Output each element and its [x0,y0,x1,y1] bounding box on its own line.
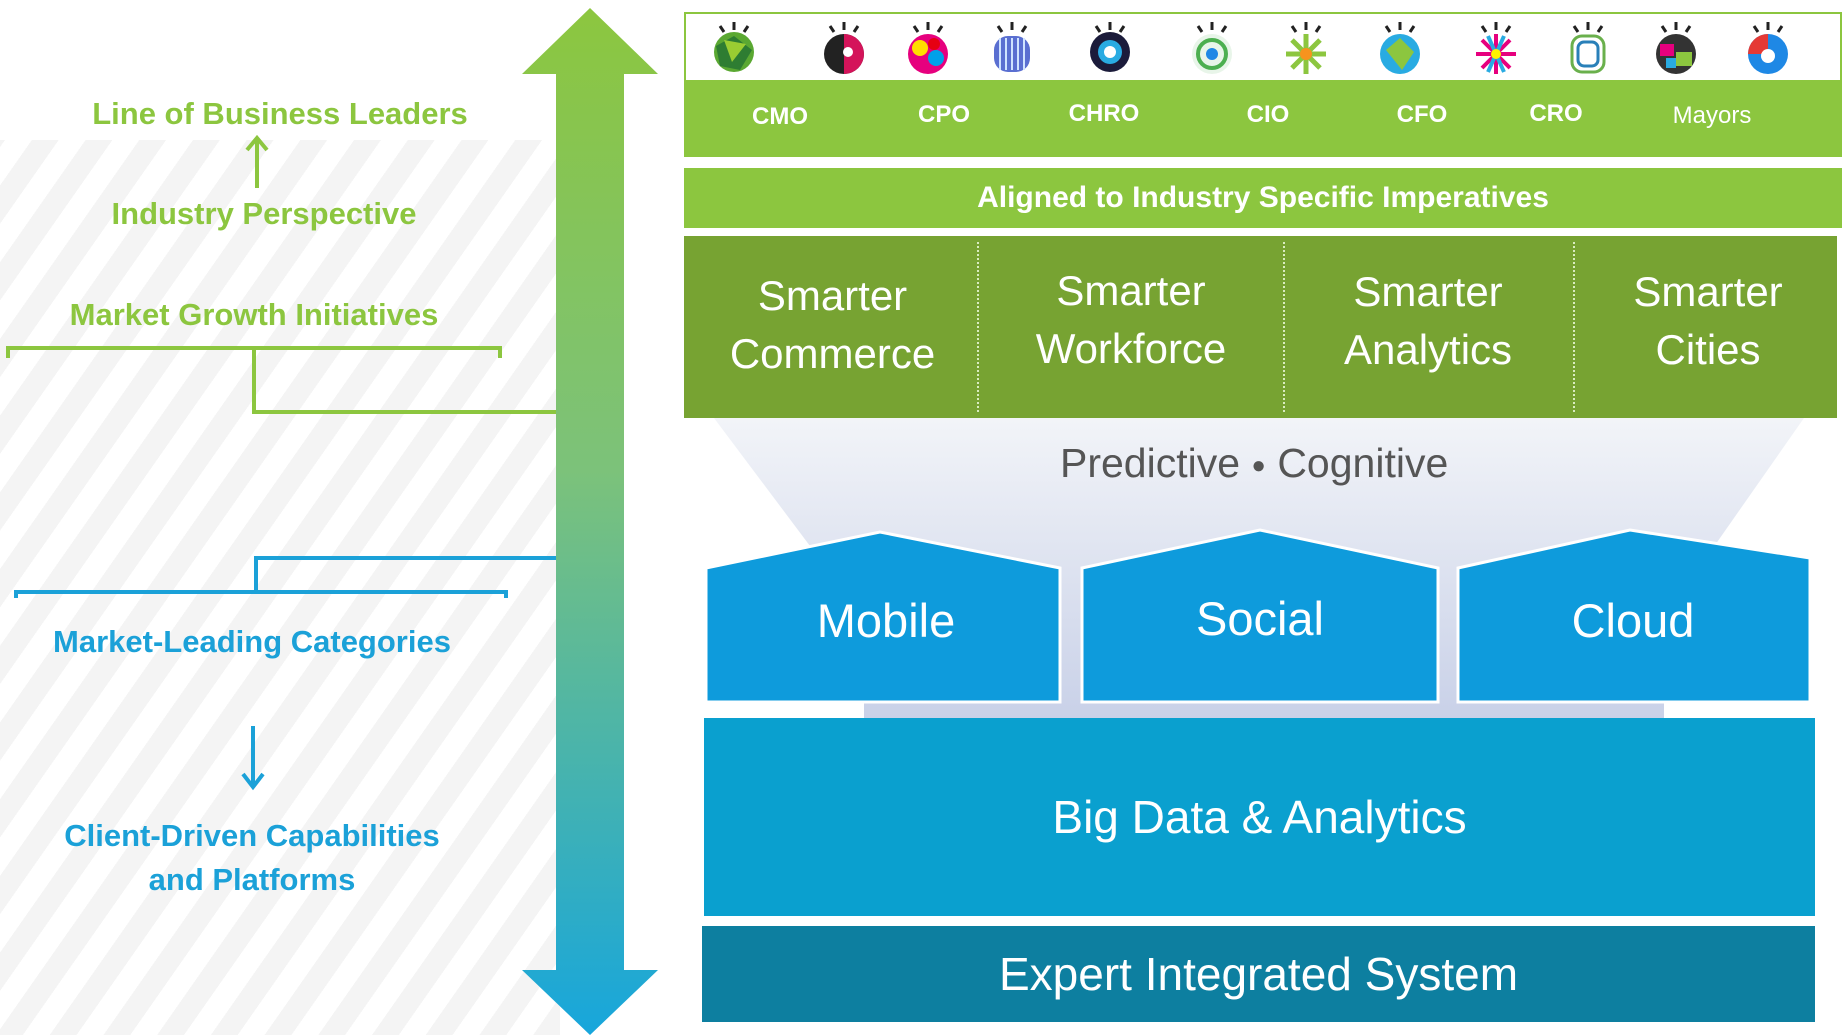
role-cmo: CMO [752,103,808,130]
ibm-eye-bee-m-icon-10 [1570,22,1606,74]
ibm-eye-bee-m-icon-6 [1192,22,1232,74]
client-driven-label-line1: Client-Driven Capabilities [64,818,440,853]
smarter-cities-line2: Cities [1655,326,1761,373]
smarter-commerce-line1: Smarter [757,272,908,319]
role-mayors: Mayors [1672,102,1752,129]
pillar-social: Social [1195,591,1324,645]
green-bracket-connector [6,346,558,414]
cognitive-text: Cognitive [1277,440,1449,486]
smarter-workforce-line1: Smarter [1056,267,1206,314]
separator [1283,242,1285,412]
expert-integrated-system-block: Expert Integrated System [702,926,1815,1022]
separator [977,242,979,412]
ibm-eye-bee-m-icon-5 [1090,22,1130,72]
smarter-cities-line1: Smarter [1633,268,1783,315]
up-arrow-icon [245,134,269,188]
big-data-analytics-block: Big Data & Analytics [704,718,1815,916]
bullet-separator: ● [1251,452,1266,480]
ibm-eye-bee-m-icon-8 [1380,22,1420,74]
role-cro: CRO [1529,100,1583,127]
separator [1573,242,1575,412]
role-chro: CHRO [1068,100,1140,127]
ibm-eye-bee-m-icon-1 [714,22,754,72]
roles-bar [684,80,1842,157]
predictive-text: Predictive [1060,440,1241,486]
vertical-double-arrow [522,8,658,1035]
role-cpo: CPO [917,101,970,128]
ibm-eye-bee-m-icon-2 [824,22,864,74]
ibm-eye-bee-m-icon-3 [908,22,948,74]
ibm-eye-bee-m-icon-11 [1656,22,1696,74]
pillar-mobile: Mobile [816,593,956,647]
smarter-cities-cell: Smarter Cities [1576,246,1840,396]
client-driven-label-line2: and Platforms [148,862,356,897]
smarter-row [684,236,1837,418]
pillar-cloud: Cloud [1571,593,1695,647]
smarter-analytics-cell: Smarter Analytics [1286,246,1570,396]
ibm-eye-bee-m-icon-9 [1476,22,1516,74]
industry-perspective-label: Industry Perspective [111,196,417,231]
ibm-eye-bee-m-icon-7 [1286,22,1326,74]
smarter-commerce-cell: Smarter Commerce [690,250,975,400]
ibm-eye-bee-m-icon-12 [1748,22,1788,74]
pillars-shapes [704,528,1812,704]
smarter-analytics-line1: Smarter [1353,268,1503,315]
line-of-business-label: Line of Business Leaders [92,96,468,131]
blue-bracket-connector [14,556,558,598]
market-leading-label: Market-Leading Categories [53,624,451,659]
smarter-workforce-cell: Smarter Workforce [980,245,1282,395]
role-cfo: CFO [1396,101,1448,128]
predictive-cognitive-label: Predictive ● Cognitive [1060,440,1448,487]
aligned-imperatives-bar: Aligned to Industry Specific Imperatives [684,168,1842,228]
down-arrow-icon [241,726,265,791]
role-cio: CIO [1246,101,1290,128]
smarter-analytics-line2: Analytics [1343,326,1513,373]
market-growth-label: Market Growth Initiatives [69,297,439,332]
smarter-commerce-line2: Commerce [729,330,936,377]
background-stripes [0,140,560,1035]
smarter-workforce-line2: Workforce [1035,325,1227,372]
ibm-eye-bee-m-icon-4 [994,22,1030,72]
